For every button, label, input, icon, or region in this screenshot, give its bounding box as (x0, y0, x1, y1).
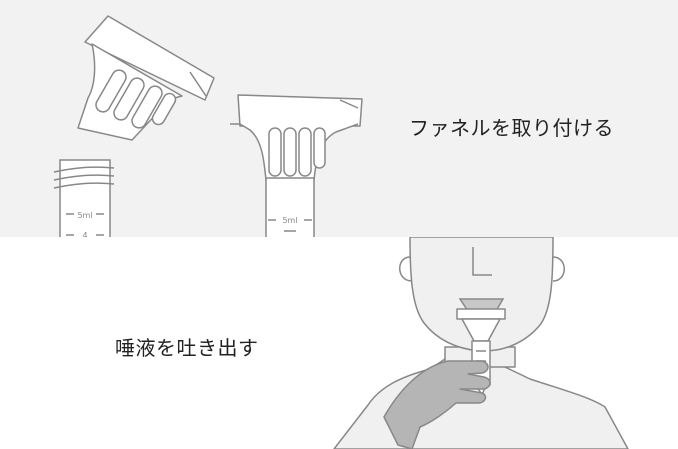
step-attach-funnel-caption: ファネルを取り付ける (409, 116, 614, 140)
tube-right-volume-label: 5ml (282, 216, 297, 225)
tilted-funnel-icon (77, 15, 215, 141)
step-attach-funnel-panel: 5ml 4 5ml ファネルを取り付ける (0, 0, 678, 237)
assembled-funnel-tube-icon (230, 94, 363, 237)
tube-left-volume-label: 5ml (77, 211, 92, 220)
tube-left-tick-label: 4 (82, 231, 87, 237)
step-spit-saliva-caption: 唾液を吐き出す (115, 336, 259, 360)
step-spit-saliva-panel: 唾液を吐き出す (0, 237, 678, 449)
collection-tube-icon (53, 159, 115, 237)
hand-icon (383, 360, 491, 449)
spit-saliva-illustration (333, 237, 629, 449)
attach-funnel-illustration: 5ml 4 5ml (53, 15, 363, 237)
